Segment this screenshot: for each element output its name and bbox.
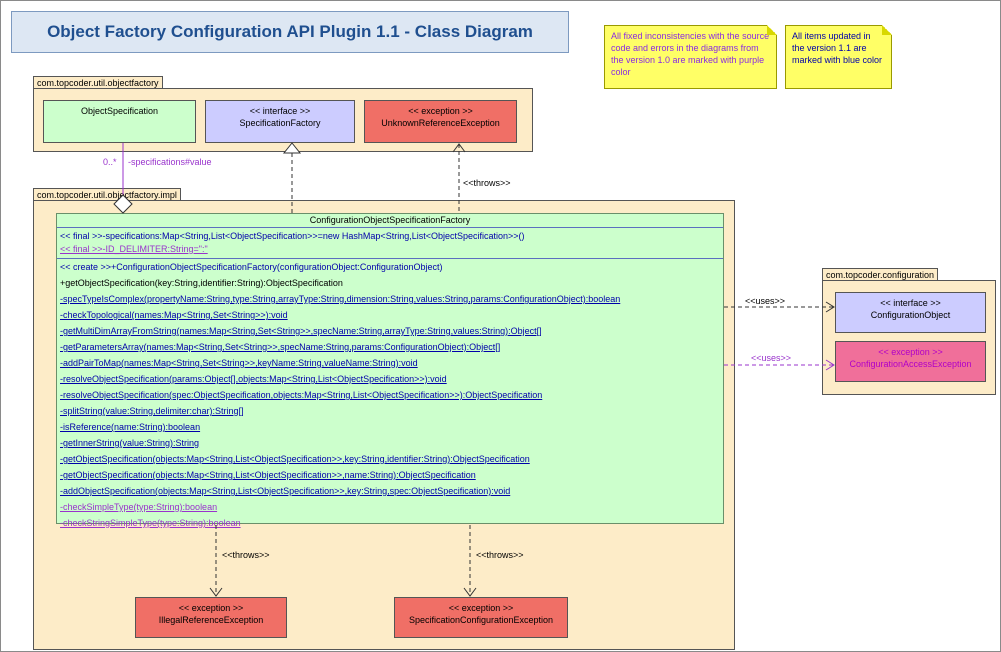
- class-name: IllegalReferenceException: [158, 615, 264, 625]
- class-operation: -getObjectSpecification(objects:Map<Stri…: [60, 470, 476, 480]
- class-operation: +getObjectSpecification(key:String,ident…: [60, 278, 343, 288]
- throws-label-illegal: <<throws>>: [222, 550, 270, 560]
- class-operation: -splitString(value:String,delimiter:char…: [60, 406, 244, 416]
- note-updated-items: All items updated in the version 1.1 are…: [785, 25, 892, 89]
- class-operation: -getObjectSpecification(objects:Map<Stri…: [60, 454, 530, 464]
- diagram-title: Object Factory Configuration API Plugin …: [11, 11, 569, 53]
- class-operation: -getInnerString(value:String):String: [60, 438, 200, 448]
- class-stereotype: << interface >>: [249, 106, 311, 116]
- class-operation: -addObjectSpecification(objects:Map<Stri…: [60, 486, 511, 496]
- note-updated-text: All items updated in the version 1.1 are…: [792, 31, 883, 65]
- class-name: UnknownReferenceException: [381, 118, 500, 128]
- class-operation: -checkTopological(names:Map<String,Set<S…: [60, 310, 288, 320]
- class-name: ConfigurationAccessException: [849, 359, 972, 369]
- class-stereotype: << exception >>: [178, 603, 244, 613]
- throws-label-spec-config: <<throws>>: [476, 550, 524, 560]
- class-configuration-object-specification-factory: ConfigurationObjectSpecificationFactory …: [56, 213, 724, 528]
- class-specification-factory: << interface >> SpecificationFactory: [205, 100, 355, 143]
- class-operation: -resolveObjectSpecification(spec:ObjectS…: [60, 390, 543, 400]
- class-unknown-reference-exception: << exception >> UnknownReferenceExceptio…: [364, 100, 517, 143]
- note-fixed-text: All fixed inconsistencies with the sourc…: [611, 31, 770, 77]
- uses-label-configuration-object: <<uses>>: [745, 296, 786, 306]
- uses-arrowhead-access-exception: [825, 359, 835, 371]
- aggregation-diamond: [113, 194, 133, 214]
- class-specification-configuration-exception: << exception >> SpecificationConfigurati…: [394, 597, 568, 638]
- uses-label-access-exception: <<uses>>: [751, 353, 792, 363]
- class-stereotype: << exception >>: [878, 347, 943, 357]
- class-name: ConfigurationObject: [870, 310, 951, 320]
- class-configuration-access-exception: << exception >> ConfigurationAccessExcep…: [835, 341, 986, 382]
- throws-arrowhead-unknown: [452, 143, 466, 153]
- class-operation: -getParametersArray(names:Map<String,Set…: [60, 342, 501, 352]
- throws-arrowhead-spec-config: [463, 587, 477, 597]
- class-attribute: << final >>-specifications:Map<String,Li…: [60, 231, 525, 241]
- throws-label-unknown: <<throws>>: [463, 178, 511, 188]
- class-operation: -checkStringSimpleType(type:String):bool…: [60, 518, 241, 528]
- class-operation: -addPairToMap(names:Map<String,Set<Strin…: [60, 358, 418, 368]
- class-stereotype: << exception >>: [408, 106, 473, 116]
- realization-arrowhead: [282, 142, 302, 154]
- class-attribute: << final >>-ID_DELIMITER:String=":": [60, 244, 208, 254]
- class-name: ConfigurationObjectSpecificationFactory: [57, 214, 723, 228]
- throws-arrowhead-illegal: [209, 587, 223, 597]
- class-operation: -getMultiDimArrayFromString(names:Map<St…: [60, 326, 542, 336]
- class-attributes: << final >>-specifications:Map<String,Li…: [57, 228, 723, 259]
- class-configuration-object: << interface >> ConfigurationObject: [835, 292, 986, 333]
- note-fold-corner: [882, 25, 892, 35]
- class-operation: -isReference(name:String):boolean: [60, 422, 201, 432]
- class-object-specification: ObjectSpecification: [43, 100, 196, 143]
- class-operation: -resolveObjectSpecification(params:Objec…: [60, 374, 447, 384]
- class-name: SpecificationFactory: [239, 118, 321, 128]
- note-fold-corner: [767, 25, 777, 35]
- note-fixed-inconsistencies: All fixed inconsistencies with the sourc…: [604, 25, 777, 89]
- aggregation-role: -specifications#value: [128, 157, 212, 167]
- class-operation: -checkSimpleType(type:String):boolean: [60, 502, 218, 512]
- class-stereotype: << exception >>: [448, 603, 514, 613]
- class-name: ObjectSpecification: [80, 106, 159, 116]
- class-operation: -specTypeIsComplex(propertyName:String,t…: [60, 294, 621, 304]
- class-illegal-reference-exception: << exception >> IllegalReferenceExceptio…: [135, 597, 287, 638]
- class-operation: << create >>+ConfigurationObjectSpecific…: [60, 262, 443, 272]
- class-stereotype: << interface >>: [880, 298, 941, 308]
- class-name: SpecificationConfigurationException: [408, 615, 554, 625]
- aggregation-multiplicity: 0..*: [103, 157, 117, 167]
- uses-arrowhead-configuration-object: [825, 301, 835, 313]
- class-operations: << create >>+ConfigurationObjectSpecific…: [57, 259, 723, 531]
